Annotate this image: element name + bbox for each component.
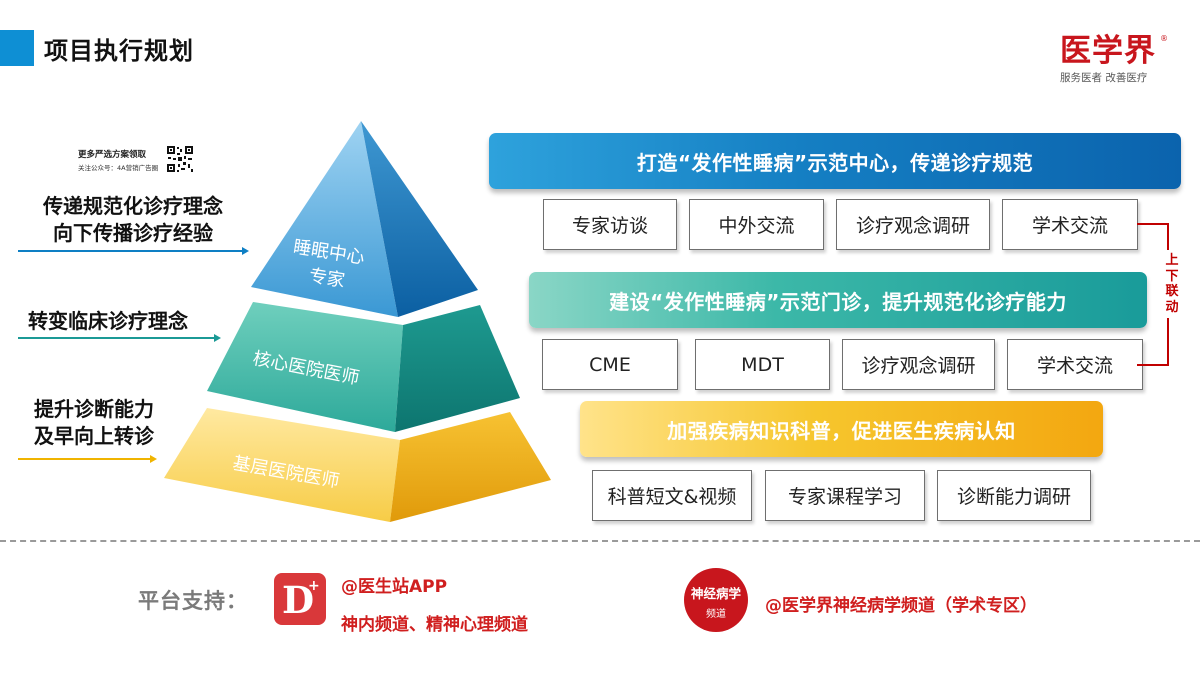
side-label-top-line2: 向下传播诊疗经验 — [53, 221, 213, 245]
logo-name: 医学界 — [1060, 33, 1156, 69]
pyramid-bottom-left-face — [164, 408, 400, 522]
pyramid-diagram: 睡眠中心 专家 核心医院医师 基层医院医师 — [164, 121, 551, 522]
pyramid-middle-right-face — [395, 305, 520, 432]
tier1-item: 学术交流 — [1002, 199, 1138, 250]
arrow-right-icon — [18, 334, 221, 342]
app-name: @医生站APP — [341, 577, 448, 597]
tier3-item: 专家课程学习 — [765, 470, 925, 521]
app-icon-plus: + — [308, 578, 320, 594]
linkage-label: 上下联动 — [1162, 250, 1182, 318]
side-label-top-line1: 传递规范化诊疗理念 — [43, 194, 223, 218]
tier1-item: 中外交流 — [689, 199, 824, 250]
logo-slogan: 服务医者 改善医疗 — [1060, 72, 1148, 84]
arrow-right-icon — [18, 455, 157, 463]
tier2-banner: 建设“发作性睡病”示范门诊，提升规范化诊疗能力 — [529, 272, 1147, 328]
qr-subcaption: 关注公众号：4A营销广告圈 — [78, 164, 159, 172]
pyramid-top-right-face — [361, 121, 478, 317]
neurology-channel-icon: 神经病学 频道 — [684, 568, 748, 632]
app-channels: 神内频道、精神心理频道 — [341, 615, 528, 635]
tier3-item: 诊断能力调研 — [937, 470, 1091, 521]
qr-code-icon — [166, 145, 194, 173]
platform-label: 平台支持： — [138, 589, 248, 613]
tier2-item: 学术交流 — [1007, 339, 1143, 390]
app-icon-letter: D — [282, 578, 315, 622]
tier2-item: 诊疗观念调研 — [842, 339, 995, 390]
footer-divider — [0, 540, 1200, 542]
tier1-banner: 打造“发作性睡病”示范中心，传递诊疗规范 — [489, 133, 1181, 189]
pyramid-middle-left-face — [207, 302, 403, 432]
pyramid-bottom-right-face — [390, 412, 551, 522]
doctor-station-app-icon: D + — [274, 573, 326, 625]
side-label-bottom: 提升诊断能力 及早向上转诊 — [24, 396, 164, 450]
title-accent-bar — [0, 30, 34, 66]
channel-icon-top-text: 神经病学 — [690, 586, 741, 601]
channel-icon-bottom-text: 频道 — [706, 609, 726, 620]
side-label-bottom-line2: 及早向上转诊 — [34, 424, 154, 448]
tier1-item: 专家访谈 — [543, 199, 677, 250]
tier1-item: 诊疗观念调研 — [836, 199, 990, 250]
registered-mark: ® — [1160, 34, 1168, 43]
brand-logo: 医学界 ® 服务医者 改善医疗 — [1060, 34, 1170, 85]
tier3-item: 科普短文&视频 — [592, 470, 752, 521]
side-label-top: 传递规范化诊疗理念 向下传播诊疗经验 — [30, 193, 236, 247]
tier2-item: MDT — [695, 339, 830, 390]
arrow-right-icon — [18, 247, 249, 255]
side-label-bottom-line1: 提升诊断能力 — [34, 397, 154, 421]
tier2-item: CME — [542, 339, 678, 390]
side-label-middle: 转变临床诊疗理念 — [28, 309, 188, 333]
qr-caption: 更多严选方案领取 — [78, 150, 147, 160]
page-title: 项目执行规划 — [44, 37, 194, 65]
channel-name: @医学界神经病学频道（学术专区） — [765, 596, 1037, 616]
tier3-banner: 加强疾病知识科普，促进医生疾病认知 — [580, 401, 1103, 457]
pyramid-top-left-face — [251, 121, 398, 317]
